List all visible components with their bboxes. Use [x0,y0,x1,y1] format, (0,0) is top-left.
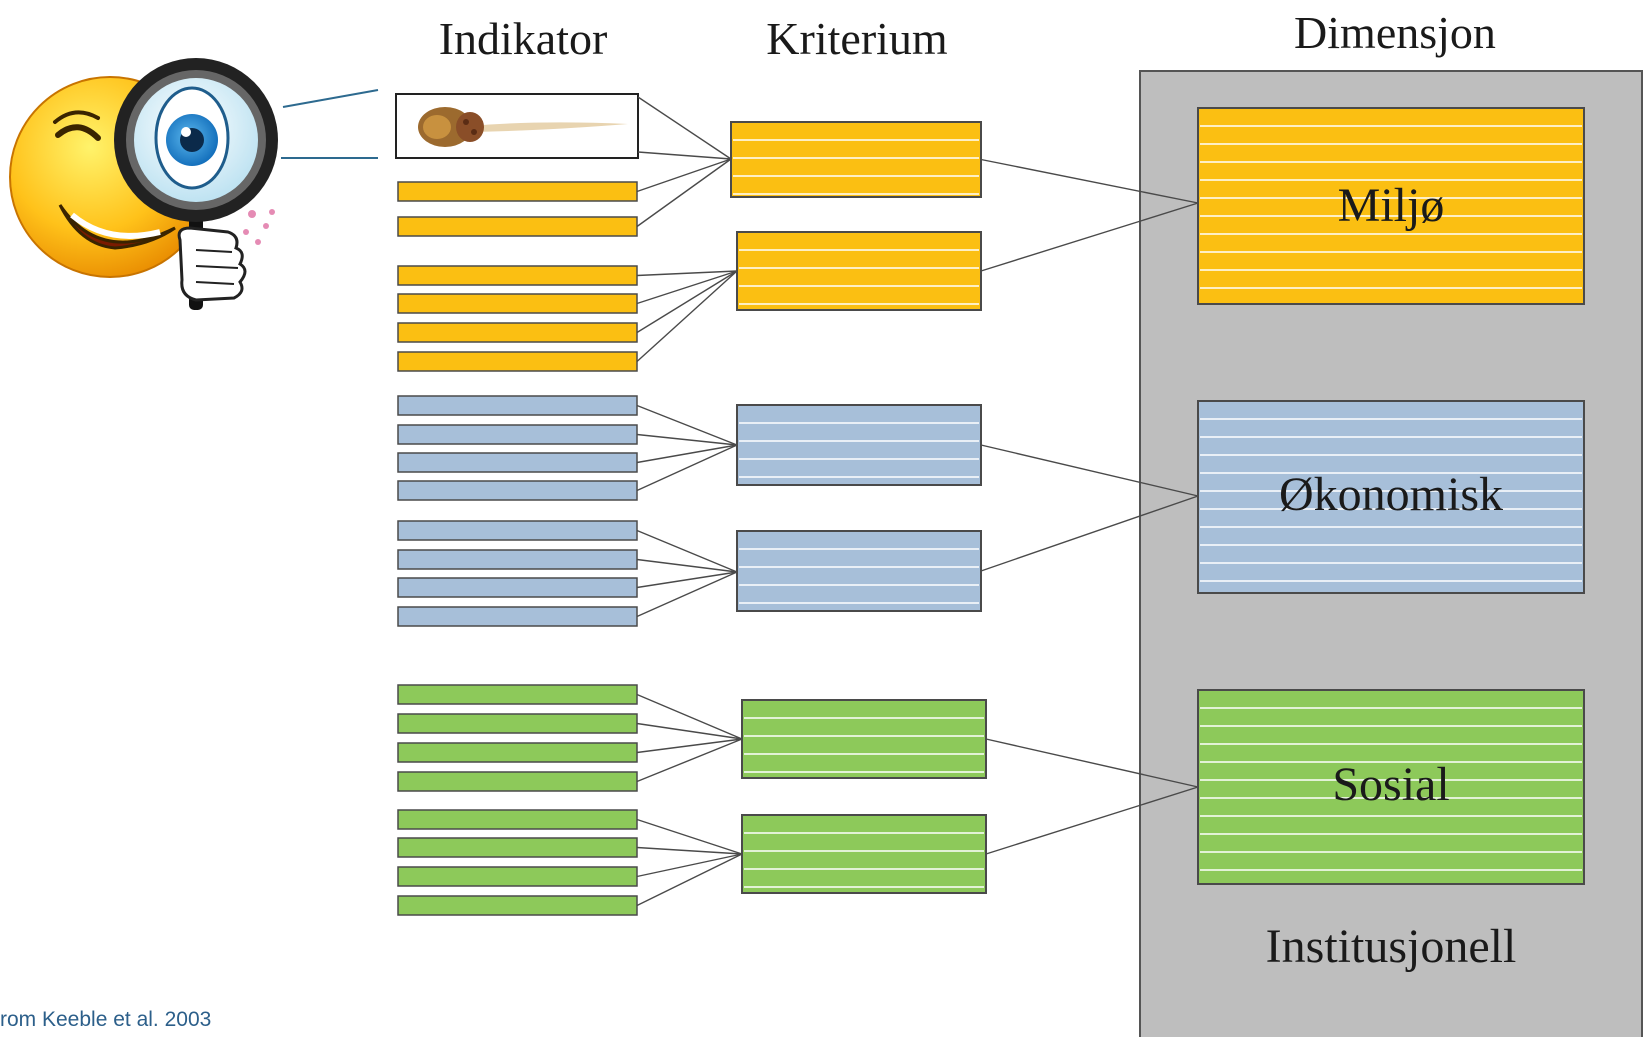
indicator-connector [636,270,738,305]
criterion-box [736,404,982,486]
header-kriterium: Kriterium [766,13,948,64]
indicator-connector [636,433,738,446]
indicator-bar [397,713,638,734]
indicator-connector [636,853,743,878]
indicator-bar [397,480,638,501]
indicator-bar [397,395,638,416]
criterion-connector [985,786,1199,855]
indicator-bar [397,520,638,541]
indicator-bar [397,866,638,887]
indicator-bar [397,452,638,473]
indicator-connector [636,818,743,855]
indicator-bar [397,837,638,858]
indicator-bar [397,424,638,445]
tadpole-image [395,93,639,159]
citation: rom Keeble et al. 2003 [0,1008,212,1031]
criterion-box [741,814,987,894]
sight-line-top [282,89,379,108]
indicator-bar [397,216,638,237]
header-dimensjon: Dimensjon [1294,7,1496,58]
dimension-boxes [1197,107,1585,885]
indicator-bar [397,351,638,372]
dimension-box [1197,400,1585,594]
indicator-bar [397,684,638,705]
indicator-connector [636,571,738,618]
criterion-connector [980,202,1199,272]
indicator-bar [397,809,638,830]
criterion-box [736,231,982,311]
indicator-connector [636,158,732,193]
indicator-connector [636,738,743,783]
indicator-bar [397,742,638,763]
header-indikator: Indikator [439,13,608,64]
indicator-connector [636,853,743,907]
criterion-connector [980,444,1199,497]
indicator-bar [397,293,638,314]
dimension-label-okonomisk: Økonomisk [1279,468,1503,521]
indicator-connector [636,270,738,334]
indicator-bar [397,181,638,202]
dimension-box [1197,107,1585,305]
dimension-label-institusjonell: Institusjonell [1266,920,1517,973]
indicator-connector [637,96,732,160]
indicator-connector [636,738,743,754]
indicator-connector [636,722,743,740]
criterion-box [730,121,982,198]
indicator-bar [397,577,638,598]
indicator-connector [636,404,738,446]
criterion-boxes [730,121,987,894]
indicator-connector [636,846,743,855]
criterion-box [741,699,987,779]
dimension-box [1197,689,1585,885]
indicator-connector [636,693,743,740]
indicator-bar [397,606,638,627]
indicator-connector [636,158,732,228]
criterion-connector [985,738,1199,788]
indicator-connector [636,270,738,363]
indicator-connector [636,270,738,277]
indicator-bar [397,322,638,343]
indicator-connector [637,151,732,160]
dimension-label-miljo: Miljø [1338,179,1445,232]
criterion-connector [980,495,1199,572]
connector-lines [636,96,1199,907]
dimension-label-sosial: Sosial [1332,758,1449,811]
indicator-connector [636,444,738,492]
smiley-magnifier-icon [9,58,278,310]
indicator-bar [397,771,638,792]
indicator-connector [636,558,738,573]
indicator-connector [636,571,738,589]
criterion-connector [980,158,1199,204]
indicator-bar [397,549,638,570]
indicator-connector [636,529,738,573]
indicator-bar [397,265,638,286]
indicator-bar [397,895,638,916]
criterion-box [736,530,982,612]
indicator-bars [397,181,638,916]
indicator-connector [636,444,738,464]
